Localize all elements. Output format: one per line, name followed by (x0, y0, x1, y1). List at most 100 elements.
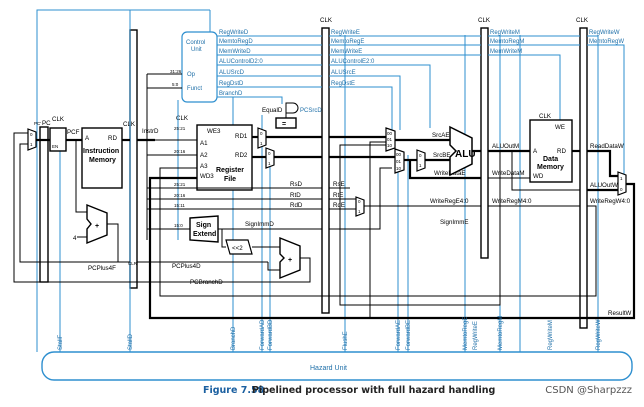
shift-left-2 (225, 239, 253, 255)
sign-extend (189, 215, 219, 243)
dmem-wd: WD (533, 173, 544, 180)
pcplus4d-label: PCPlus4D (172, 263, 201, 270)
fad-bit1: 1 (260, 141, 263, 146)
aluoutm-label: ALUOutM (492, 143, 519, 150)
fbd-bit0: 0 (268, 151, 271, 156)
wb-sig-regwritew: RegWriteW (589, 30, 620, 36)
ex-sig-regdste: RegDstE (331, 81, 355, 87)
hz-flushe: FlushE (343, 331, 349, 350)
rf-a2: A2 (200, 152, 208, 159)
dmem-name-2: Memory (537, 164, 564, 171)
hz-regwritem: RegWriteM (548, 320, 554, 350)
writerege-label: WriteRegE4:0 (430, 198, 469, 205)
pcplus4f-feedback (19, 143, 118, 263)
rf-rd2: RD2 (235, 152, 248, 159)
writedatam-label: WriteDataM (492, 170, 525, 177)
pc-prime-label: PC' (34, 121, 41, 126)
rf-bits-imm: 15:0 (174, 223, 183, 228)
control-unit-box (181, 31, 218, 103)
alu-label: ALU (455, 149, 476, 160)
pc-mux-bit1: 1 (30, 142, 33, 147)
pcplus4-four: 4 (73, 235, 77, 242)
pcf-label: PCF (67, 129, 80, 136)
equal-symbol: = (282, 121, 286, 128)
clk-label-em: CLK (478, 17, 491, 24)
watermark: CSDN @Sharpzzz (545, 385, 632, 396)
ex-sig-alucontrole: ALUControlE2:0 (331, 59, 375, 65)
branch-adder-plus: + (288, 257, 292, 264)
aluoutw-label: ALUOutW (590, 182, 618, 189)
rf-bits-a2: 20:16 (174, 149, 186, 154)
control-unit-op: Op (187, 72, 196, 78)
clk-label-pc: CLK (52, 116, 65, 123)
srcbe-label: SrcBE (433, 152, 451, 159)
ex-sig-memtorege: MemtoRegE (331, 39, 364, 45)
ex-sig-memwritee: MemWriteE (331, 49, 362, 55)
figure-title: Pipelined processor with full hazard han… (252, 385, 496, 396)
writeregw-wire (159, 167, 597, 297)
regdst-bit1: 1 (358, 209, 361, 214)
pcplus4f-wire (107, 223, 130, 263)
dmem-we: WE (555, 124, 565, 131)
rtd-label: RtD (290, 192, 301, 199)
branch-and-gate (285, 102, 299, 114)
fae-bit0: 00 (387, 131, 393, 136)
readdataw-label: ReadDataW (590, 143, 624, 150)
rf-name-1: Register (216, 167, 244, 174)
resultw-label: ResultW (608, 310, 632, 317)
pipeline-register-memory (480, 27, 489, 259)
regdst-bit0: 0 (358, 199, 361, 204)
rf-wd3: WD3 (200, 173, 214, 180)
ex-sig-regwritee: RegWriteE (331, 30, 360, 36)
signimmd-label: SignImmD (245, 221, 274, 228)
pcplus4-adder-plus: + (95, 223, 99, 230)
rf-rd1: RD1 (235, 133, 248, 140)
pc-label: PC (42, 120, 51, 127)
alu (449, 125, 473, 177)
fbe-bit1: 01 (396, 159, 402, 164)
forward-ae-mux (385, 127, 396, 152)
signimme-wire (329, 167, 392, 230)
rte-label: RtE (333, 192, 343, 199)
resultw-wire (148, 176, 636, 320)
control-unit-title-1: Control (186, 40, 205, 46)
control-unit-bits-funct: 5:0 (172, 82, 179, 87)
rse-label: RsE (333, 181, 345, 188)
rf-a3: A3 (200, 163, 208, 170)
equald-label: EqualD (262, 107, 283, 114)
clk-label-fd: CLK (123, 121, 136, 128)
clk-label-dm: CLK (539, 113, 552, 120)
aluout-bypass-wire (511, 151, 580, 191)
srcae-label: SrcAE (432, 132, 450, 139)
alusrc-mux (416, 149, 426, 172)
pipeline-register-decode (129, 29, 138, 289)
pc-en: EN (52, 144, 58, 149)
imem-rd: RD (108, 135, 117, 142)
imem-name-1: Instruction (83, 148, 119, 155)
control-unit-bits-op: 31:26 (170, 69, 182, 74)
hz-forwardbe: ForwardBE (406, 320, 412, 350)
register-file (196, 124, 253, 191)
pcbranchd-wire (13, 132, 311, 283)
mtr-bit1: 1 (620, 176, 623, 181)
control-out-memwrited: MemWriteD (219, 49, 251, 55)
hazard-signal-labels: StallF StallD BranchD ForwardAD ForwardB… (58, 316, 602, 350)
rsd-label: RsD (290, 181, 303, 188)
mtr-bit0: 0 (620, 187, 623, 192)
control-out-alusrcd: ALUSrcD (219, 70, 245, 76)
pcplus4-adder (86, 203, 108, 245)
hz-regwritew: RegWriteW (596, 319, 602, 350)
clk-label-de: CLK (320, 17, 333, 24)
hz-forwardad: ForwardAD (260, 319, 266, 350)
control-out-regwrited: RegWriteD (219, 30, 249, 36)
fae-bit2: 10 (387, 143, 393, 148)
signimme-label: SignImmE (440, 219, 469, 226)
pc-to-adder-wire (75, 140, 87, 213)
control-unit-funct: Funct (187, 86, 202, 92)
figure-number: Figure 7.58 (203, 385, 265, 396)
ex-sig-alusrce: ALUSrcE (331, 70, 356, 76)
forward-ad-mux (257, 127, 267, 149)
instrd-label: InstrD (142, 128, 159, 135)
fbd-bit1: 1 (268, 161, 271, 166)
